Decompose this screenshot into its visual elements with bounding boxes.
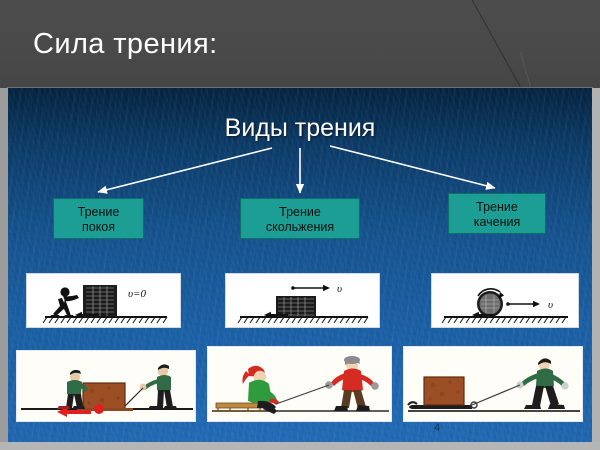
node-rolling-friction[interactable]: Трение качения bbox=[448, 193, 546, 234]
static-velocity-label: υ=0 bbox=[128, 288, 146, 300]
diagram-arrows bbox=[97, 145, 496, 194]
static-friction-figure: υ=0 bbox=[26, 273, 181, 328]
frame-bottom-edge bbox=[0, 442, 600, 450]
page-number: 4 bbox=[433, 422, 441, 434]
slide-body: Виды трения Трение покоя Трение скольжен… bbox=[8, 88, 592, 442]
photo-pushing-and-pulling-box bbox=[16, 350, 196, 422]
arrow-to-static bbox=[97, 147, 273, 194]
node-rolling-friction-line1: Трение bbox=[476, 200, 518, 214]
sliding-friction-figure: υ bbox=[225, 273, 380, 328]
rolling-friction-figure: υ bbox=[431, 273, 579, 328]
rolling-velocity-label: υ bbox=[548, 299, 553, 311]
node-static-friction-line1: Трение bbox=[77, 205, 120, 219]
node-static-friction-line2: покоя bbox=[81, 220, 116, 234]
sliding-velocity-label: υ bbox=[337, 283, 342, 295]
header-diagonal-line-secondary-icon bbox=[520, 51, 538, 88]
arrow-to-rolling bbox=[329, 145, 496, 190]
node-sliding-friction-line1: Трение bbox=[279, 205, 321, 219]
node-sliding-friction-line2: скольжения bbox=[265, 220, 335, 234]
node-static-friction[interactable]: Трение покоя bbox=[53, 198, 144, 239]
slide-header: Сила трения: bbox=[0, 0, 600, 88]
node-sliding-friction[interactable]: Трение скольжения bbox=[240, 198, 360, 239]
page-title: Сила трения: bbox=[33, 28, 218, 60]
node-rolling-friction-line2: качения bbox=[473, 215, 521, 229]
frame-left-edge bbox=[0, 88, 8, 450]
frame-right-edge bbox=[592, 88, 600, 450]
diagram-title: Виды трения bbox=[224, 114, 376, 142]
photo-pulling-box-on-sled bbox=[403, 346, 583, 422]
header-diagonal-line-icon bbox=[455, 0, 544, 88]
photo-sled-pulling-child bbox=[207, 346, 392, 422]
